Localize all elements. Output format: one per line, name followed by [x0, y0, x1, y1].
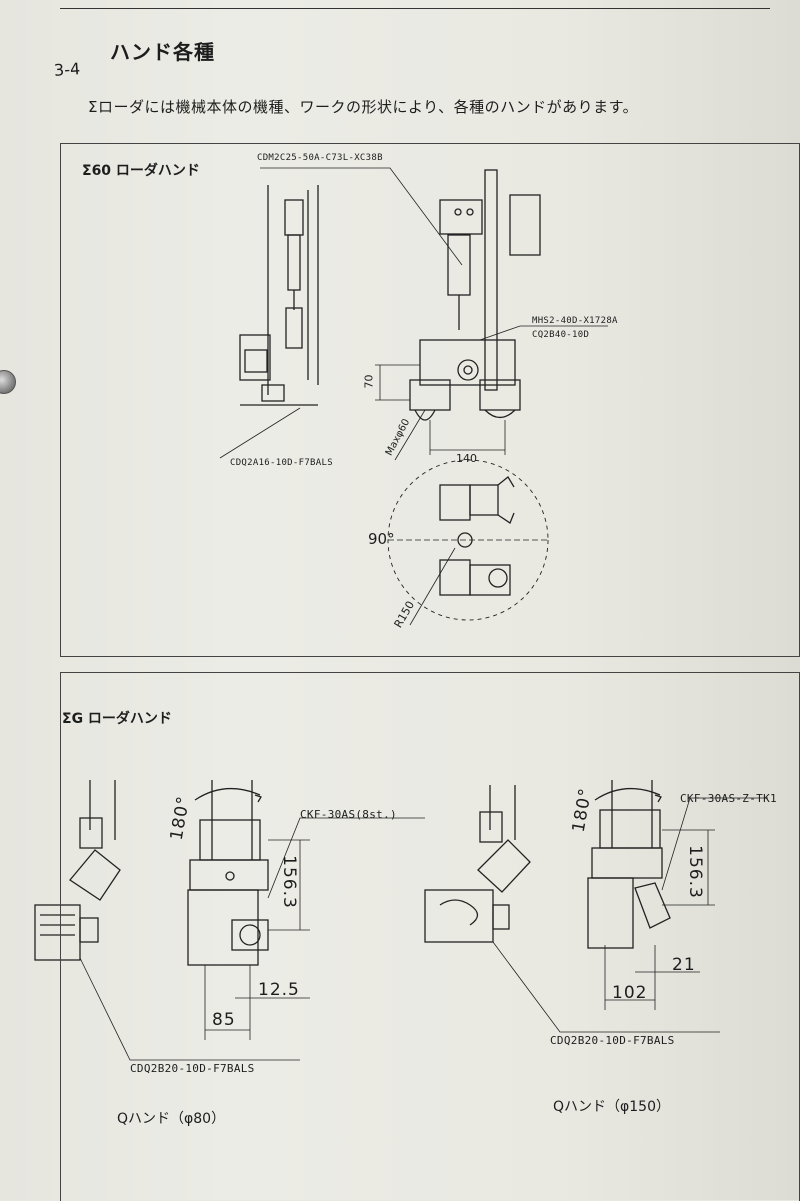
- sigma60-rotation-diagram: [387, 459, 549, 626]
- q150-dimensions: [492, 797, 768, 1033]
- label-gripper: MHS2-40D-X1728A: [532, 316, 618, 326]
- intro-text: Σローダには機械本体の機種、ワークの形状により、各種のハンドがあります。: [88, 98, 639, 116]
- q80-side-view: [34, 780, 121, 961]
- q150-width: 102: [612, 983, 648, 1003]
- q150-caption: Qハンド（φ150）: [553, 1099, 670, 1115]
- q80-cylinder: CDQ2B20-10D-F7BALS: [130, 1062, 255, 1075]
- q80-height: 156.3: [278, 855, 299, 909]
- q150-height: 156.3: [684, 845, 705, 899]
- panel-sigma60-title: Σ60 ローダハンド: [82, 163, 200, 179]
- dim-height-70: 70: [362, 374, 376, 389]
- q150-front-view: [587, 780, 671, 949]
- q80-actuator: CKF-30AS(8st.): [300, 808, 397, 821]
- q80-dimensions: [79, 817, 425, 1061]
- q80-width: 85: [212, 1010, 236, 1030]
- dim-width-140: 140: [456, 452, 477, 465]
- q150-cylinder: CDQ2B20-10D-F7BALS: [550, 1034, 675, 1047]
- sigma60-front-view: [409, 169, 541, 421]
- label-left-cylinder: CDQ2A16-10D-F7BALS: [230, 458, 333, 468]
- q150-actuator: CKF-30AS-Z-TK1: [680, 792, 777, 805]
- label-cylinder: CDM2C25-50A-C73L-XC38B: [257, 153, 383, 163]
- section-title: ハンド各種: [110, 40, 215, 64]
- q80-front-view: [187, 780, 269, 966]
- panel-sigmag-title: ΣG ローダハンド: [62, 711, 172, 727]
- top-rule: [60, 8, 770, 9]
- q80-offset: 12.5: [258, 980, 300, 1000]
- sigma60-side-view: [239, 185, 319, 406]
- q80-caption: Qハンド（φ80）: [117, 1111, 226, 1127]
- label-gripper-cylinder: CQ2B40-10D: [532, 330, 590, 340]
- sigma60-leaders: [219, 167, 608, 459]
- q150-offset: 21: [672, 955, 696, 975]
- q150-side-view: [424, 785, 531, 943]
- sigma60-dimensions: [375, 364, 506, 461]
- dim-angle-90: 90°: [368, 530, 395, 548]
